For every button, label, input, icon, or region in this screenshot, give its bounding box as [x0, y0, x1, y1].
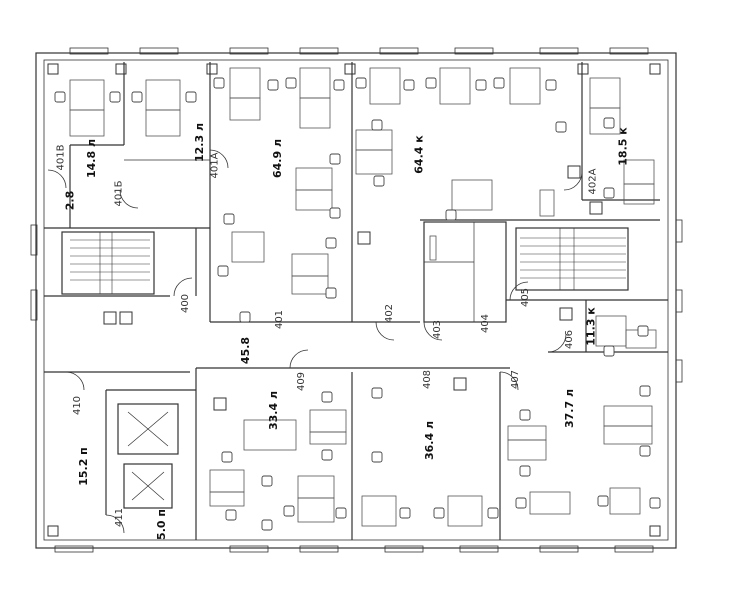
room-number-402a: 402А: [587, 168, 599, 195]
room-area-410: 15.2 п: [76, 447, 90, 486]
room-area-407: 37.7 л: [563, 388, 577, 429]
room-number-401v: 401В: [55, 144, 67, 171]
columns: [47, 63, 661, 537]
lift-1: [117, 403, 179, 455]
room-number-407: 407: [510, 369, 522, 390]
room-number-401a: 401А: [209, 152, 221, 179]
lift-2: [123, 463, 173, 509]
room-number-401b: 401Б: [113, 180, 125, 207]
door-swings: [47, 149, 583, 534]
stair-right: [515, 227, 629, 291]
chairs: [54, 77, 661, 531]
room-number-408: 408: [422, 369, 434, 390]
room-area-408: 36.4 л: [423, 420, 437, 461]
wc-block: [423, 221, 507, 323]
room-area-401v: 14.8 л: [85, 138, 99, 179]
room-number-410: 410: [72, 395, 84, 416]
room-area-406: 11.3 к: [584, 307, 598, 346]
desks: [69, 67, 657, 527]
corridor-area: 45.8: [239, 336, 253, 365]
room-area-411: 5.0 п: [154, 509, 168, 540]
room-number-411: 411: [114, 507, 126, 528]
room-area-401b: 2.8: [63, 190, 77, 211]
room-number-404: 404: [480, 313, 492, 334]
room-number-403: 403: [432, 319, 444, 340]
windows-top: [69, 47, 649, 55]
room-number-401: 401: [274, 309, 286, 330]
cabinets: [103, 165, 603, 411]
windows-sides: [30, 219, 683, 383]
room-number-409: 409: [296, 371, 308, 392]
room-number-402: 402: [384, 303, 396, 324]
room-area-402a: 18.5 к: [616, 127, 630, 166]
room-area-401a: 12.3 л: [193, 122, 207, 163]
room-number-406: 406: [564, 329, 576, 350]
room-area-401: 64.9 л: [271, 138, 285, 179]
room-area-402: 64.4 к: [412, 135, 426, 174]
room-area-409: 33.4 л: [267, 390, 281, 431]
windows-bottom: [54, 545, 654, 553]
stair-left: [61, 231, 155, 295]
room-number-405: 405: [520, 287, 532, 308]
room-number-400: 400: [180, 293, 192, 314]
